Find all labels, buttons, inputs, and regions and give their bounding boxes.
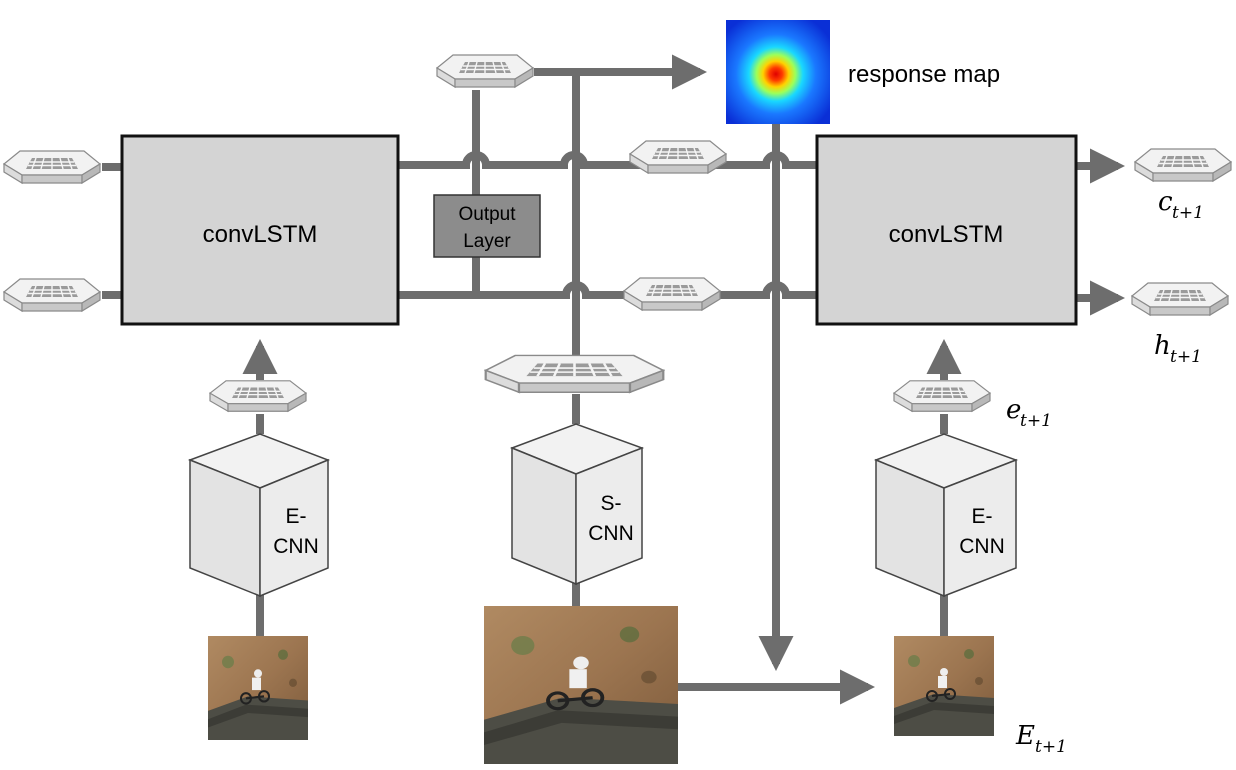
feature-map-h-out — [1131, 282, 1229, 316]
ecnn-left-line1: E- — [286, 505, 307, 528]
label-c-next: c t+1 — [1158, 187, 1204, 223]
svg-text:E: E — [1015, 721, 1035, 751]
svg-text:t+1: t+1 — [1020, 411, 1052, 431]
response-map: response map — [726, 20, 1000, 124]
label-e-next: e t+1 — [1006, 395, 1052, 431]
svg-text:t+1: t+1 — [1170, 347, 1202, 367]
convlstm-left: convLSTM — [120, 134, 400, 326]
svg-text:t+1: t+1 — [1035, 737, 1067, 757]
ecnn-right-cube: E- CNN — [873, 433, 1019, 598]
label-h-next: h t+1 — [1154, 331, 1202, 367]
scnn-line1: S- — [601, 492, 622, 515]
label-E-next: E t+1 — [1015, 721, 1067, 757]
scnn-line2: CNN — [588, 522, 634, 545]
feature-map-top — [436, 54, 534, 88]
connectors — [102, 54, 1126, 705]
output-layer-line2: Layer — [463, 231, 511, 252]
feature-map-h-in — [3, 278, 101, 312]
exemplar-frame-left — [206, 634, 310, 742]
feature-map-right-ecnn — [893, 380, 991, 412]
feature-map-left-ecnn — [209, 380, 307, 412]
svg-text:c: c — [1158, 187, 1173, 217]
ecnn-left-cube: E- CNN — [187, 433, 331, 598]
svg-text:t+1: t+1 — [1172, 203, 1204, 223]
ecnn-right-line1: E- — [972, 505, 993, 528]
feature-map-h-mid — [623, 277, 721, 311]
svg-text:e: e — [1006, 395, 1021, 425]
feature-map-search — [484, 354, 665, 394]
convlstm-left-label: convLSTM — [203, 221, 318, 248]
ecnn-left-line2: CNN — [273, 535, 319, 558]
response-map-label: response map — [848, 61, 1000, 88]
ecnn-right-line2: CNN — [959, 535, 1005, 558]
search-frame — [482, 604, 680, 766]
feature-map-c-out — [1134, 148, 1232, 182]
c-state-line — [398, 151, 817, 169]
output-layer: Output Layer — [433, 194, 541, 258]
convlstm-right: convLSTM — [815, 134, 1078, 326]
scnn-cube: S- CNN — [509, 423, 645, 586]
h-state-line — [398, 281, 817, 299]
exemplar-frame-right — [893, 635, 995, 737]
feature-map-c-in — [3, 150, 101, 184]
convlstm-right-label: convLSTM — [889, 221, 1004, 248]
feature-map-c-mid — [629, 140, 727, 174]
output-layer-line1: Output — [458, 204, 516, 225]
svg-text:h: h — [1154, 331, 1171, 361]
